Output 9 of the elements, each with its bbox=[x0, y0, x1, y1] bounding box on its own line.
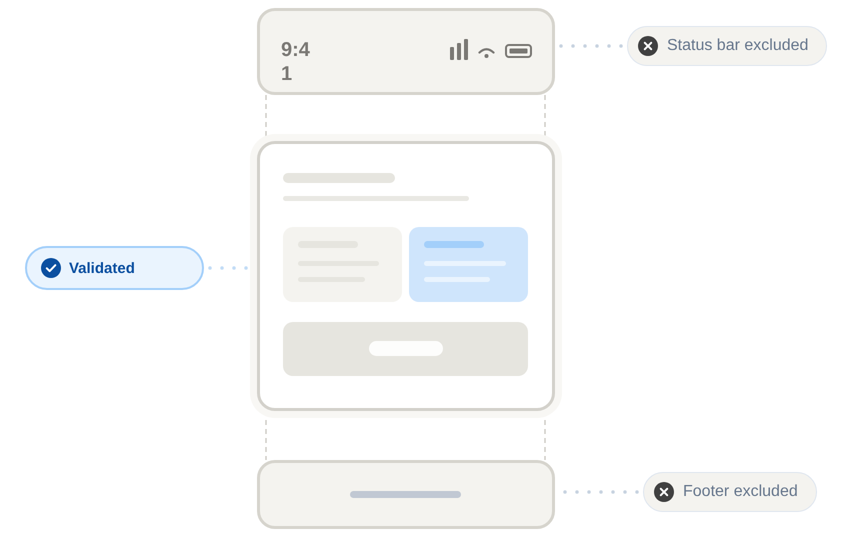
footer-bar bbox=[257, 460, 555, 529]
status-bar bbox=[257, 8, 555, 95]
time-text: 9:41 bbox=[281, 38, 311, 86]
excluded-chip bbox=[627, 26, 828, 66]
excluded-chip bbox=[643, 472, 817, 512]
chip-label: Status bar excluded bbox=[667, 37, 808, 55]
chip-label: Validated bbox=[69, 260, 135, 276]
validated-chip bbox=[25, 246, 204, 290]
chip-label: Footer excluded bbox=[683, 483, 798, 501]
